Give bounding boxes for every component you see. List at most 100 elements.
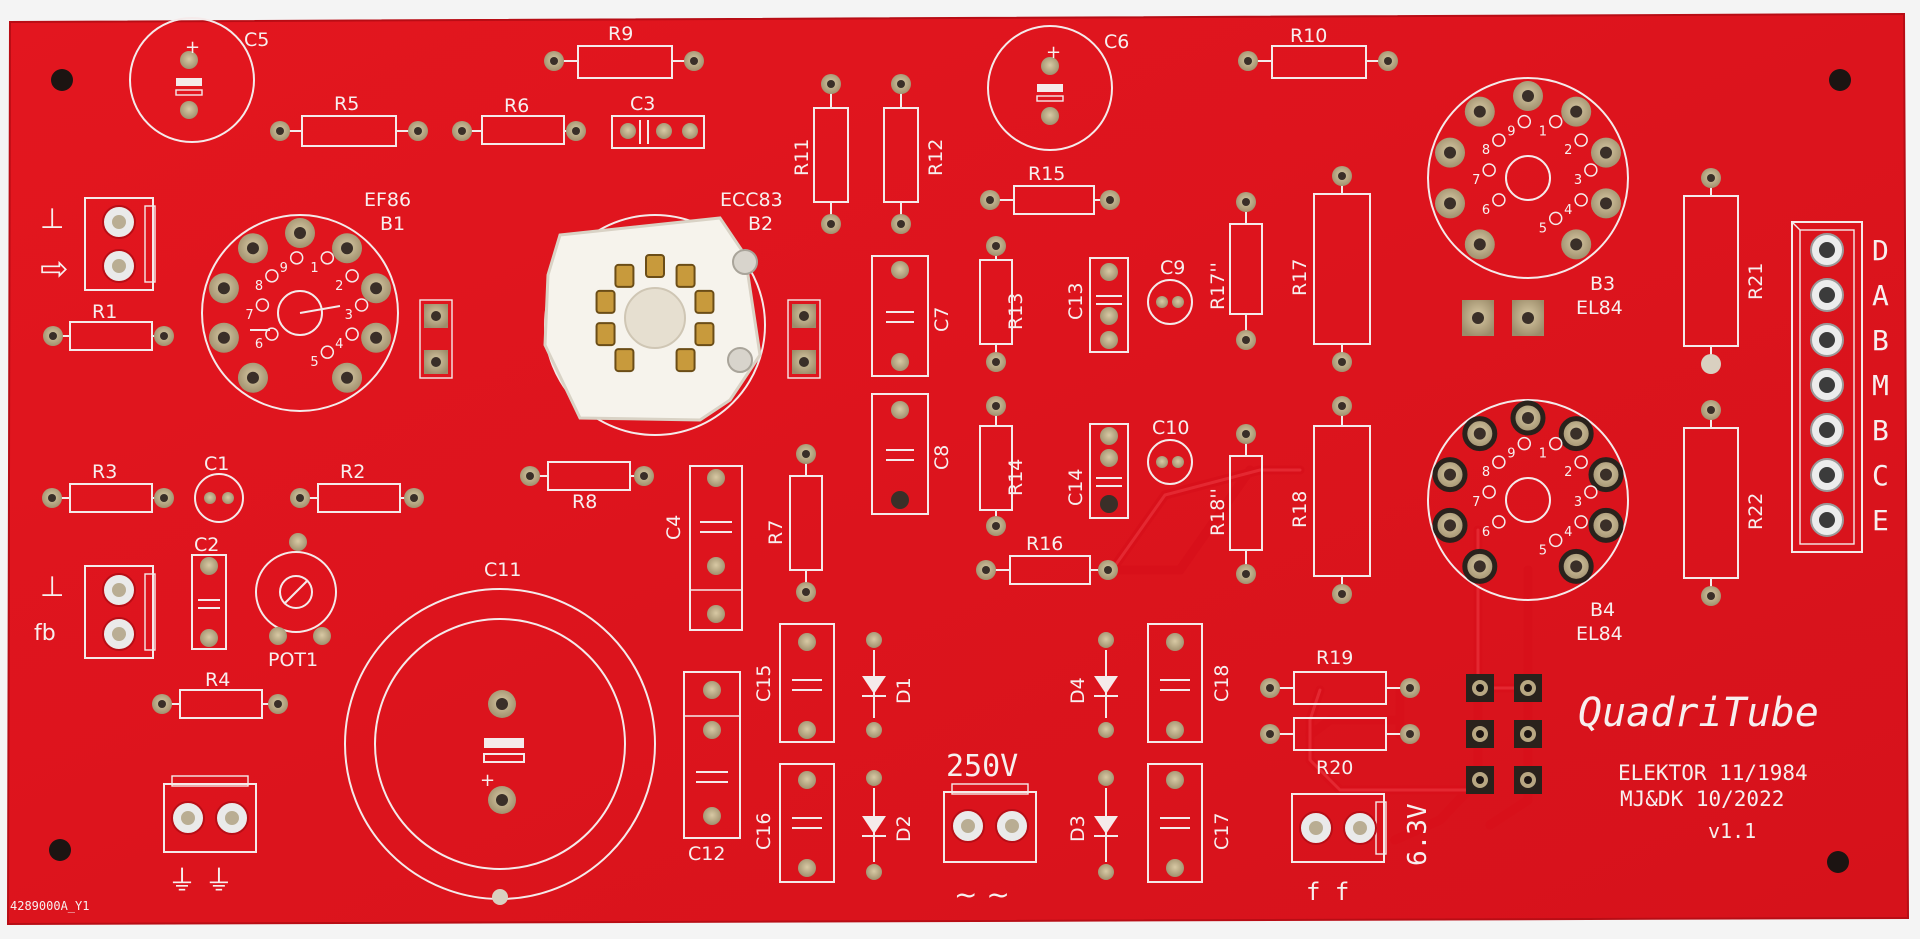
label-c4: C4 [663, 515, 685, 540]
resistor-r14 [979, 396, 1013, 536]
capacitor-c18 [1147, 623, 1203, 743]
b4-pin-ring [1584, 485, 1598, 499]
input-terminal [84, 197, 156, 291]
label-r10: R10 [1290, 25, 1327, 47]
label-c6-plus: + [1046, 42, 1061, 63]
b4-pin-number: 8 [1482, 465, 1490, 480]
resistor-r15 [980, 185, 1120, 215]
tube-socket-b1 [201, 214, 399, 412]
board-outline [6, 12, 1910, 926]
label-r6: R6 [504, 95, 529, 117]
b4-pin-hole [1444, 519, 1457, 532]
capacitor-c14 [1089, 423, 1129, 519]
output-screw-head [1819, 332, 1835, 348]
b1-pin-number: 3 [345, 308, 353, 323]
label-c11-plus: + [480, 770, 495, 791]
b1-pin-ring [255, 298, 270, 312]
b3-pin-number: 5 [1539, 221, 1547, 236]
b4-pin-number: 6 [1482, 525, 1490, 540]
resistor-r17-dd [1229, 192, 1263, 350]
heater-label: 6.3V [1403, 803, 1433, 866]
label-r12: R12 [925, 139, 947, 176]
output-screw-head [1819, 422, 1835, 438]
label-r21: R19 [1316, 647, 1353, 669]
resistor-r19 [1683, 168, 1739, 374]
resistor-r9 [544, 45, 704, 79]
resistor-r16 [976, 555, 1118, 585]
output-screw-head [1819, 377, 1835, 393]
b4-pin-number: 5 [1539, 543, 1547, 558]
resistor-r17 [1313, 166, 1371, 372]
b3-pin-hole [1599, 146, 1612, 159]
b1-pin-hole [294, 227, 306, 239]
output-terminal-block [1791, 221, 1863, 553]
label-c5: C5 [244, 29, 269, 51]
label-r13: R13 [1005, 293, 1027, 330]
capacitor-c1 [194, 473, 244, 523]
b3-pin-hole [1570, 105, 1583, 118]
output-letter: A [1872, 279, 1889, 312]
b4-pin-hole [1473, 427, 1486, 440]
b3-pin-ring [1492, 193, 1506, 207]
output-letter: C [1872, 459, 1889, 492]
grid-pad-hole [1476, 684, 1484, 692]
resistor-r12 [883, 74, 919, 234]
label-r17: R17 [1289, 259, 1311, 296]
board-title: QuadriTube [1578, 690, 1819, 736]
b3-pin-hole [1444, 197, 1457, 210]
capacitor-c11 [344, 588, 656, 905]
label-d2: D2 [893, 815, 915, 842]
b2-pin [675, 263, 696, 288]
b2-pin [675, 348, 696, 373]
b3-pin-number: 2 [1564, 143, 1572, 158]
b4-pin-number: 9 [1507, 447, 1515, 462]
output-screw-head [1819, 512, 1835, 528]
b1-pin-hole [246, 242, 259, 255]
resistor-r6 [452, 115, 586, 145]
b3-pin-hole [1522, 90, 1534, 102]
capacitor-c16 [779, 763, 835, 883]
resistor-r13 [979, 236, 1013, 372]
b2-pins [595, 254, 715, 373]
b3-pin-ring [1574, 193, 1588, 207]
label-c17: C17 [1211, 813, 1233, 850]
resistor-r7 [789, 444, 823, 602]
label-d4: D4 [1067, 677, 1089, 704]
heater-pins: f f [1306, 878, 1349, 906]
output-letter: M [1872, 369, 1889, 402]
b4-pin-ring [1574, 515, 1588, 529]
mount-hole-tr [1829, 69, 1851, 91]
grid-pad-hole [1476, 730, 1484, 738]
fb-terminal [84, 565, 156, 659]
b4-pin-ring [1492, 455, 1506, 469]
b3-pin-number: 1 [1539, 125, 1547, 140]
b4-pin-ring [1548, 436, 1563, 451]
label-r5: R5 [334, 93, 359, 115]
label-b4-ref: B4 [1590, 599, 1615, 621]
b4-pin-hole [1570, 560, 1583, 573]
capacitor-c15 [779, 623, 835, 743]
label-r17-dd: R17'' [1207, 262, 1229, 310]
b3-pin-number: 8 [1482, 143, 1490, 158]
b4-pin-ring [1548, 533, 1563, 548]
diode-d2 [862, 770, 886, 880]
resistor-r11 [813, 74, 849, 234]
label-b1-type: EF86 [364, 189, 411, 211]
capacitor-c6 [987, 25, 1113, 151]
b1-pin-hole [246, 371, 259, 384]
capacitor-c5 [129, 17, 255, 143]
resistor-r1 [43, 321, 174, 351]
b3-bottom-pads [1462, 300, 1544, 336]
b3-pin-ring [1492, 133, 1506, 147]
label-b2-ref: B2 [748, 213, 773, 235]
diode-d4 [1094, 632, 1118, 738]
b2-pin [645, 254, 665, 278]
b1-pin-number: 5 [310, 355, 318, 370]
b1-pin-hole [341, 242, 354, 255]
label-r1: R1 [92, 301, 117, 323]
b3-pin-number: 6 [1482, 203, 1490, 218]
grid-pad-hole [1524, 684, 1532, 692]
